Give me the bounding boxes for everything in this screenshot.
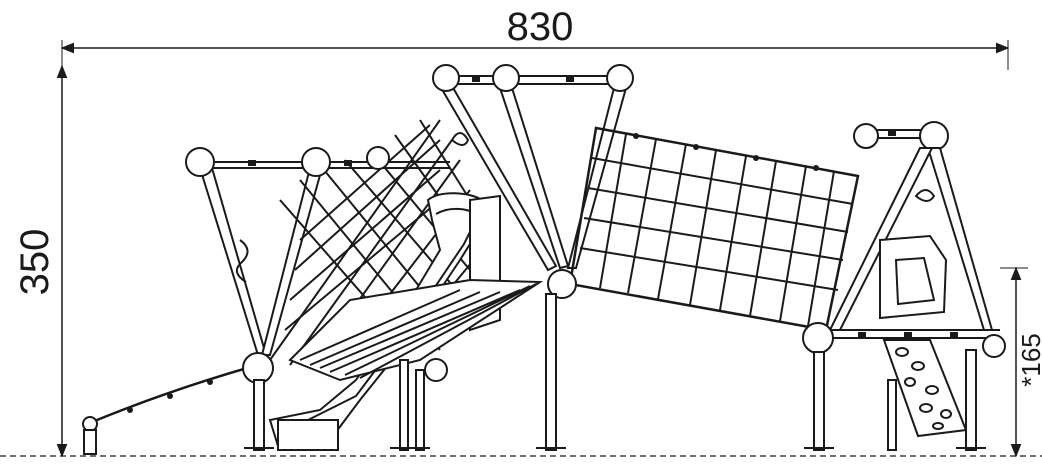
net-knot [813,165,819,171]
panel-grid-lines [299,283,537,379]
net-strands-a [269,119,491,381]
left-frame-leg-outer [198,167,268,356]
rope-ladder [82,364,255,455]
stepped-climbing-panel [288,278,544,382]
rect-net-horizontals [579,157,854,291]
ball-left-2 [301,147,331,177]
right-tower [820,121,1000,339]
hold-4 [925,385,939,395]
clamp [904,332,912,338]
net-knot [693,144,699,150]
post-wall [887,379,897,451]
clamp [858,332,866,338]
hold-5 [919,403,933,413]
central-top-frame [432,64,634,272]
width-dimension: 830 [60,5,1010,70]
net-knot [753,155,759,161]
slide-exit [277,419,339,451]
rect-net-verticals [599,133,835,327]
ball-center-1 [432,64,460,92]
clamp [472,76,480,82]
ball-left-1 [185,147,215,177]
post-far-right [965,349,977,451]
clamp [566,76,574,82]
post-center [545,293,557,451]
rope-anchor [82,416,98,432]
post-slide-2 [415,369,425,451]
joint-right [802,322,834,354]
rope-knot [167,393,173,399]
net-strands-c [284,124,441,331]
platform-height-label: *165 [1016,333,1042,387]
left-frame-brace [235,239,249,283]
joints [242,269,1006,384]
rope-knot [207,379,213,385]
center-teardrop-hole [450,132,470,146]
hold-2 [911,361,925,371]
hold-1 [895,347,909,357]
joint-far-right [982,334,1006,358]
hold-3 [904,377,916,387]
ground-posts [244,293,986,451]
post-right [813,351,825,451]
clamp [248,160,256,166]
hold-6 [940,409,952,419]
clamp [950,332,958,338]
joint-center [547,269,577,299]
ball-center-3 [606,64,634,92]
post-slide-1 [399,359,409,451]
height-dimension-label: 350 [13,229,57,296]
ball-left-3 [366,146,390,170]
joint-left [242,352,274,384]
right-rect-net [568,126,860,332]
left-top-balls [185,146,390,177]
rope [91,364,255,424]
rope-knot [127,407,133,413]
tower-window [894,256,936,306]
clamps [127,76,958,413]
left-diagonal-net [269,119,491,381]
ball-center-2 [492,64,520,92]
clamp [344,160,352,166]
tower-teardrop-hole [914,189,936,202]
rope-anchor-post [83,429,97,455]
width-dimension-label: 830 [507,5,574,49]
hold-7 [932,422,944,430]
post-left [253,379,265,451]
clamp [888,130,896,136]
joint-slide [424,358,448,382]
platform-height-dimension: *165 [1000,266,1042,458]
ball-tower-2 [919,121,949,151]
net-knot [633,133,639,139]
ball-tower-1 [853,123,879,149]
height-dimension: 350 [13,64,68,458]
